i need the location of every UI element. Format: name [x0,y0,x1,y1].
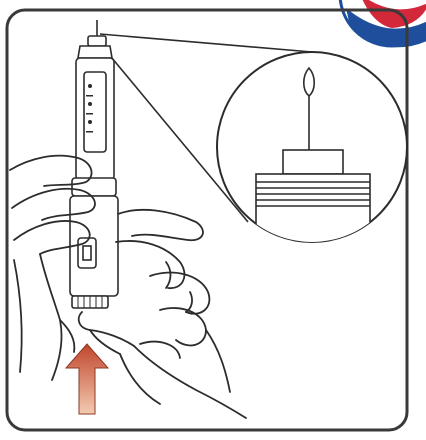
cartridge-holder [76,58,114,180]
push-up-arrow-icon [66,344,108,414]
dose-window [78,238,96,268]
cartridge-neck [78,46,112,58]
corner-badge [340,0,426,47]
needle-hub [88,36,106,46]
insulin-pen [70,20,118,308]
insulin-droplet-icon [304,68,315,96]
magnifier [217,52,407,254]
pen-collar [72,178,116,196]
